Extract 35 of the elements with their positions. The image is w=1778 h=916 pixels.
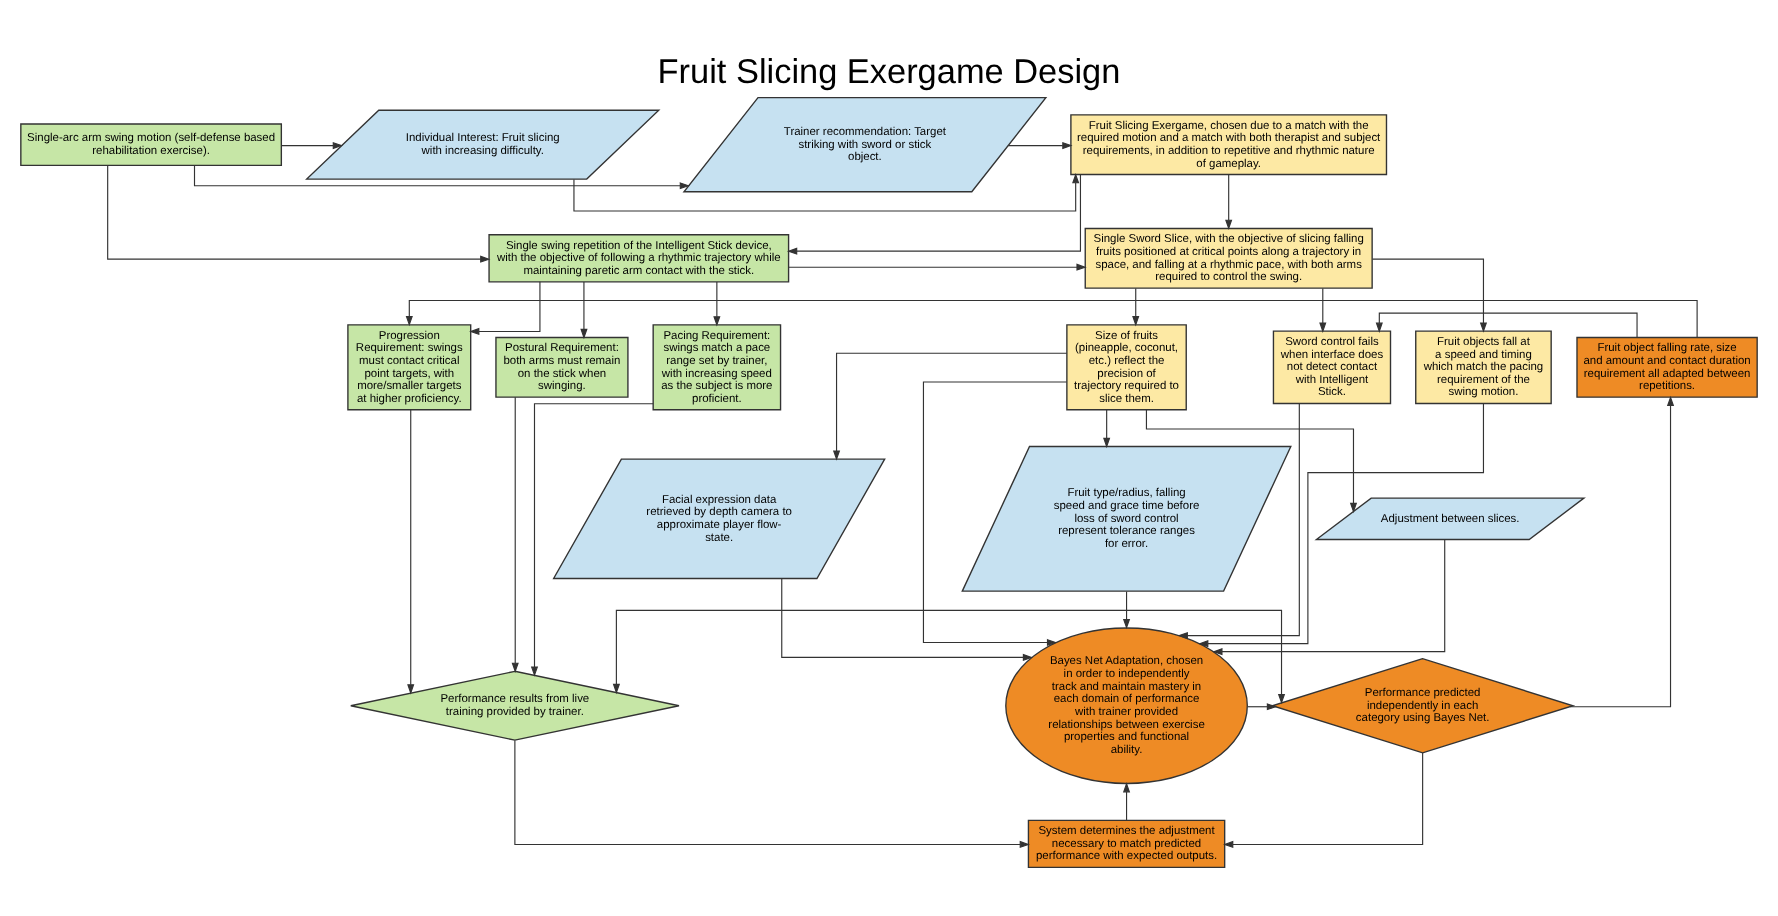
arrow bbox=[1225, 172, 1233, 229]
arrow bbox=[1247, 702, 1278, 710]
arrow bbox=[193, 164, 691, 189]
arrow bbox=[1122, 781, 1131, 820]
arrow bbox=[922, 380, 1068, 646]
arrow bbox=[1375, 311, 1638, 337]
diagram-title: Fruit Slicing Exergame Design bbox=[657, 49, 1121, 90]
arrow bbox=[1145, 408, 1358, 513]
arrow bbox=[786, 173, 1082, 254]
arrow bbox=[1007, 140, 1073, 149]
arrow bbox=[713, 280, 721, 326]
arrow bbox=[530, 402, 654, 676]
arrow bbox=[1198, 402, 1485, 647]
arrow bbox=[514, 738, 1030, 848]
arrow bbox=[788, 262, 1087, 270]
arrow bbox=[1223, 751, 1424, 848]
arrow bbox=[573, 172, 1080, 211]
arrow bbox=[1212, 538, 1446, 655]
arrow bbox=[107, 164, 491, 262]
arrow bbox=[612, 608, 1286, 704]
arrow bbox=[1122, 590, 1131, 629]
arrow bbox=[1371, 257, 1488, 332]
arrow bbox=[781, 577, 1034, 661]
arrow bbox=[281, 140, 344, 149]
arrow bbox=[469, 280, 541, 335]
arrow bbox=[1103, 408, 1111, 448]
arrow bbox=[1319, 286, 1327, 332]
arrow bbox=[405, 298, 1698, 337]
arrow bbox=[580, 280, 588, 339]
arrow bbox=[1177, 401, 1300, 639]
arrow bbox=[511, 395, 519, 672]
arrow bbox=[1132, 286, 1140, 326]
arrow bbox=[407, 408, 415, 694]
arrow bbox=[832, 351, 1068, 460]
arrow bbox=[1569, 394, 1675, 707]
